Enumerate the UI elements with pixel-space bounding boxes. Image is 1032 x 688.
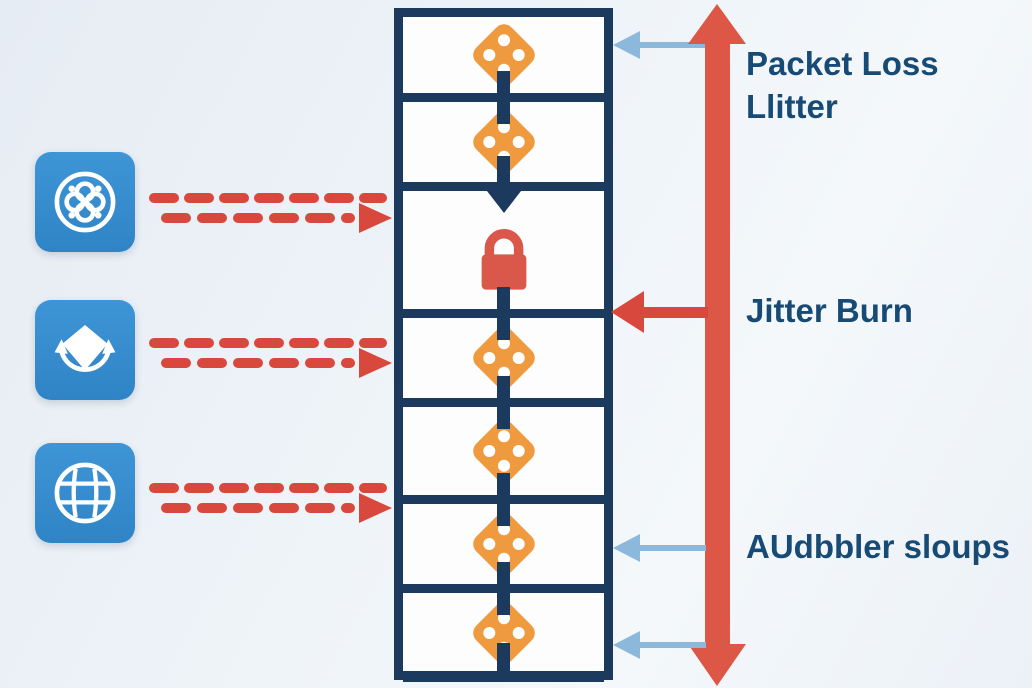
label-packet-loss: Packet Loss Llitter [746,42,939,128]
dashed-arrow-top [148,188,394,236]
red-left-arrow-head-icon [611,291,644,333]
blue-arrow-top-head-icon [613,31,640,59]
die-icon [472,24,535,86]
clover-network-icon [35,152,135,252]
stack-connector-1 [497,71,510,124]
red-vertical-arrow-shaft [705,40,730,646]
blue-arrow-mid-head-icon [613,534,640,562]
packet-stack [394,8,613,682]
label-audbbler-sloups: AUdbbler sloups [746,528,1011,565]
stack-connector-3 [497,287,510,340]
down-arrowhead-icon [487,191,521,213]
stack-connector-2 [497,156,510,191]
blue-arrow-bottom-shaft [638,642,706,648]
blue-arrow-top-shaft [638,42,706,48]
blue-arrow-mid-shaft [638,545,706,551]
red-left-arrow-shaft [642,307,708,318]
red-arrow-down-head-icon [688,644,746,686]
label-packet-loss-line2: Llitter [746,88,838,125]
die-icon [472,327,535,389]
lock-icon [481,229,526,290]
diamond-refresh-icon [35,300,135,400]
stack-connector-6 [497,562,510,615]
dashed-arrow-middle [148,333,394,381]
globe-grid-glyph [54,462,116,524]
stack-connector-4 [497,376,510,429]
clover-network-glyph [54,171,116,233]
stack-connector-5 [497,473,510,526]
blue-arrow-bottom-head-icon [613,631,640,659]
die-icon [472,111,535,173]
label-jitter-burn: Jitter Burn [746,292,913,329]
die-icon [472,513,535,575]
red-arrow-up-head-icon [688,4,746,44]
dashed-arrow-bottom [148,478,394,526]
globe-grid-icon [35,443,135,543]
label-packet-loss-line1: Packet Loss [746,45,939,82]
diamond-refresh-glyph [54,325,116,372]
stack-connector-bottom-stub [497,643,510,671]
die-icon [472,420,535,482]
